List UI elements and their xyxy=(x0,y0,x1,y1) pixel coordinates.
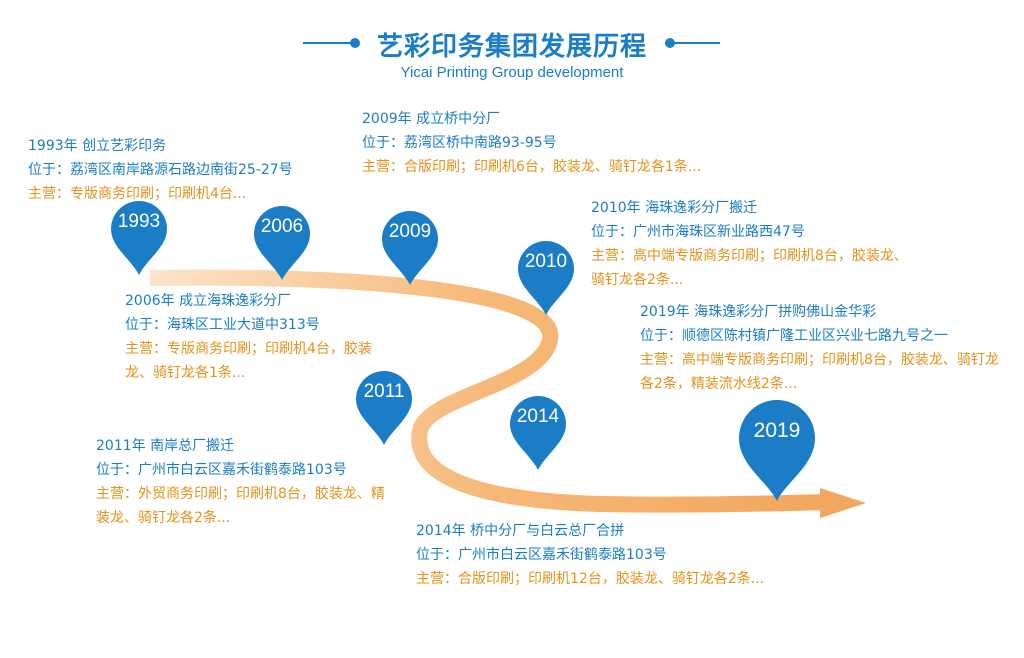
event-location: 位于：广州市海珠区新业路西47号 xyxy=(591,224,805,240)
event-business: 主营：高中端专版商务印刷；印刷机8台，胶装龙、骑钉龙各2条... xyxy=(591,248,908,288)
pin-1993: 1993 xyxy=(107,195,171,277)
event-2011: 2011年 南岸总厂搬迁 位于：广州市白云区嘉禾街鹤泰路103号 主营：外贸商务… xyxy=(96,434,396,530)
timeline-arrow-body xyxy=(149,269,831,513)
pin-year: 2010 xyxy=(524,251,568,272)
pin-year: 2019 xyxy=(753,419,801,442)
event-2009: 2009年 成立桥中分厂 位于：荔湾区桥中南路93-95号 主营：合版印刷；印刷… xyxy=(362,107,782,179)
event-2019: 2019年 海珠逸彩分厂拼购佛山金华彩 位于：顺德区陈村镇广隆工业区兴业七路九号… xyxy=(640,300,1012,396)
pin-year: 2011 xyxy=(363,381,405,402)
pin-2009: 2009 xyxy=(378,205,442,287)
event-location: 位于：荔湾区南岸路源石路边南街25-27号 xyxy=(28,162,293,178)
page-header: 艺彩印务集团发展历程 Yicai Printing Group developm… xyxy=(0,0,1024,90)
event-business: 主营：专版商务印刷；印刷机4台，胶装龙、骑钉龙各1条... xyxy=(125,341,372,381)
event-1993: 1993年 创立艺彩印务 位于：荔湾区南岸路源石路边南街25-27号 主营：专版… xyxy=(28,134,358,206)
timeline-arrow-head xyxy=(820,488,866,518)
event-location: 位于：荔湾区桥中南路93-95号 xyxy=(362,135,557,151)
event-business: 主营：合版印刷；印刷机12台，胶装龙、骑钉龙各2条... xyxy=(416,571,765,587)
pin-year: 2006 xyxy=(260,216,304,237)
pin-2019: 2019 xyxy=(734,393,820,503)
event-business: 主营：合版印刷；印刷机6台，胶装龙、骑钉龙各1条... xyxy=(362,159,702,175)
event-2006: 2006年 成立海珠逸彩分厂 位于：海珠区工业大道中313号 主营：专版商务印刷… xyxy=(125,289,380,385)
event-heading: 2014年 桥中分厂与白云总厂合拼 xyxy=(416,523,625,539)
event-2014: 2014年 桥中分厂与白云总厂合拼 位于：广州市白云区嘉禾街鹤泰路103号 主营… xyxy=(416,519,836,591)
pin-2010: 2010 xyxy=(514,235,578,317)
event-business: 主营：外贸商务印刷；印刷机8台，胶装龙、精装龙、骑钉龙各2条... xyxy=(96,486,385,526)
event-heading: 2011年 南岸总厂搬迁 xyxy=(96,438,235,454)
page-subtitle: Yicai Printing Group development xyxy=(400,64,624,81)
event-location: 位于：海珠区工业大道中313号 xyxy=(125,317,320,333)
event-2010: 2010年 海珠逸彩分厂搬迁 位于：广州市海珠区新业路西47号 主营：高中端专版… xyxy=(591,196,921,292)
event-heading: 2019年 海珠逸彩分厂拼购佛山金华彩 xyxy=(640,304,877,320)
event-location: 位于：广州市白云区嘉禾街鹤泰路103号 xyxy=(416,547,667,563)
pin-year: 2014 xyxy=(516,406,560,427)
pin-year: 1993 xyxy=(117,211,161,232)
title-right-line xyxy=(665,42,720,44)
page-title: 艺彩印务集团发展历程 xyxy=(376,32,647,62)
event-heading: 2010年 海珠逸彩分厂搬迁 xyxy=(591,200,758,216)
event-heading: 1993年 创立艺彩印务 xyxy=(28,138,167,154)
pin-2011: 2011 xyxy=(352,365,416,447)
event-heading: 2006年 成立海珠逸彩分厂 xyxy=(125,293,292,309)
pin-year: 2009 xyxy=(388,221,432,242)
event-business: 主营：专版商务印刷；印刷机4台... xyxy=(28,186,247,202)
pin-2014: 2014 xyxy=(506,390,570,472)
title-left-dot xyxy=(350,38,360,48)
event-heading: 2009年 成立桥中分厂 xyxy=(362,111,501,127)
event-location: 位于：顺德区陈村镇广隆工业区兴业七路九号之一 xyxy=(640,328,948,344)
pin-2006: 2006 xyxy=(250,200,314,282)
event-location: 位于：广州市白云区嘉禾街鹤泰路103号 xyxy=(96,462,347,478)
event-business: 主营：高中端专版商务印刷；印刷机8台，胶装龙、骑钉龙各2条，精装流水线2条... xyxy=(640,352,999,392)
title-left-line xyxy=(303,42,358,44)
